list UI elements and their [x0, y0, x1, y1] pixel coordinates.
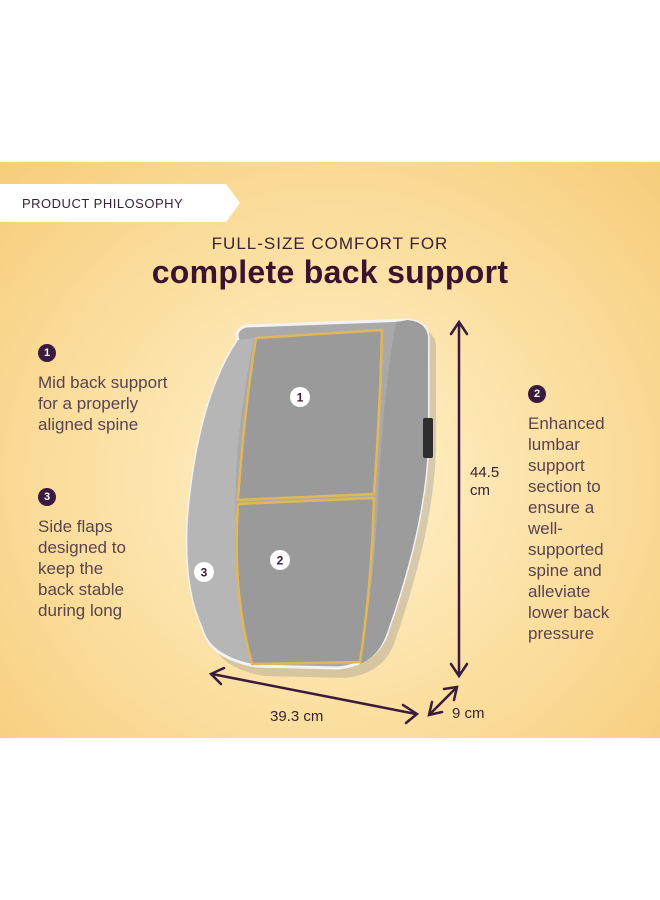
depth-dimension-label: 9 cm — [452, 705, 485, 722]
feature-2: 2 Enhanced lumbar support section to ens… — [528, 385, 656, 644]
width-arrow — [208, 666, 420, 725]
marker-2: 2 — [270, 550, 290, 570]
lower-mesh-panel — [235, 496, 376, 666]
feature-number-badge: 3 — [38, 488, 56, 506]
height-dimension-label: 44.5 cm — [470, 464, 500, 499]
marker-1: 1 — [290, 387, 310, 407]
svg-text:3: 3 — [201, 566, 208, 580]
marker-3: 3 — [194, 562, 214, 582]
svg-text:1: 1 — [297, 391, 304, 405]
tag-label: PRODUCT PHILOSOPHY — [22, 195, 184, 211]
feature-number-badge: 1 — [38, 344, 56, 362]
feature-text: Enhanced lumbar support section to ensur… — [528, 414, 610, 643]
svg-text:2: 2 — [277, 554, 284, 568]
product-philosophy-tag: PRODUCT PHILOSOPHY — [0, 184, 240, 222]
right-side-flap — [360, 320, 428, 664]
upper-mesh-panel — [236, 328, 384, 502]
brand-label — [423, 418, 433, 458]
feature-text: Mid back support for a properly aligned … — [38, 373, 168, 434]
page-title: complete back support — [151, 254, 509, 290]
depth-arrow — [427, 685, 459, 717]
height-arrow — [449, 319, 469, 679]
cushion-illustration: 1 2 3 — [185, 318, 469, 725]
feature-text: Side flaps designed to keep the back sta… — [38, 517, 126, 620]
subtitle: FULL-SIZE COMFORT FOR — [211, 234, 449, 253]
feature-1: 1 Mid back support for a properly aligne… — [38, 344, 218, 435]
width-dimension-label: 39.3 cm — [270, 708, 324, 725]
feature-number-badge: 2 — [528, 385, 546, 403]
product-banner: 1 2 3 PRODUCT PHILOSOPHY — [0, 162, 660, 738]
feature-3: 3 Side flaps designed to keep the back s… — [38, 488, 188, 621]
